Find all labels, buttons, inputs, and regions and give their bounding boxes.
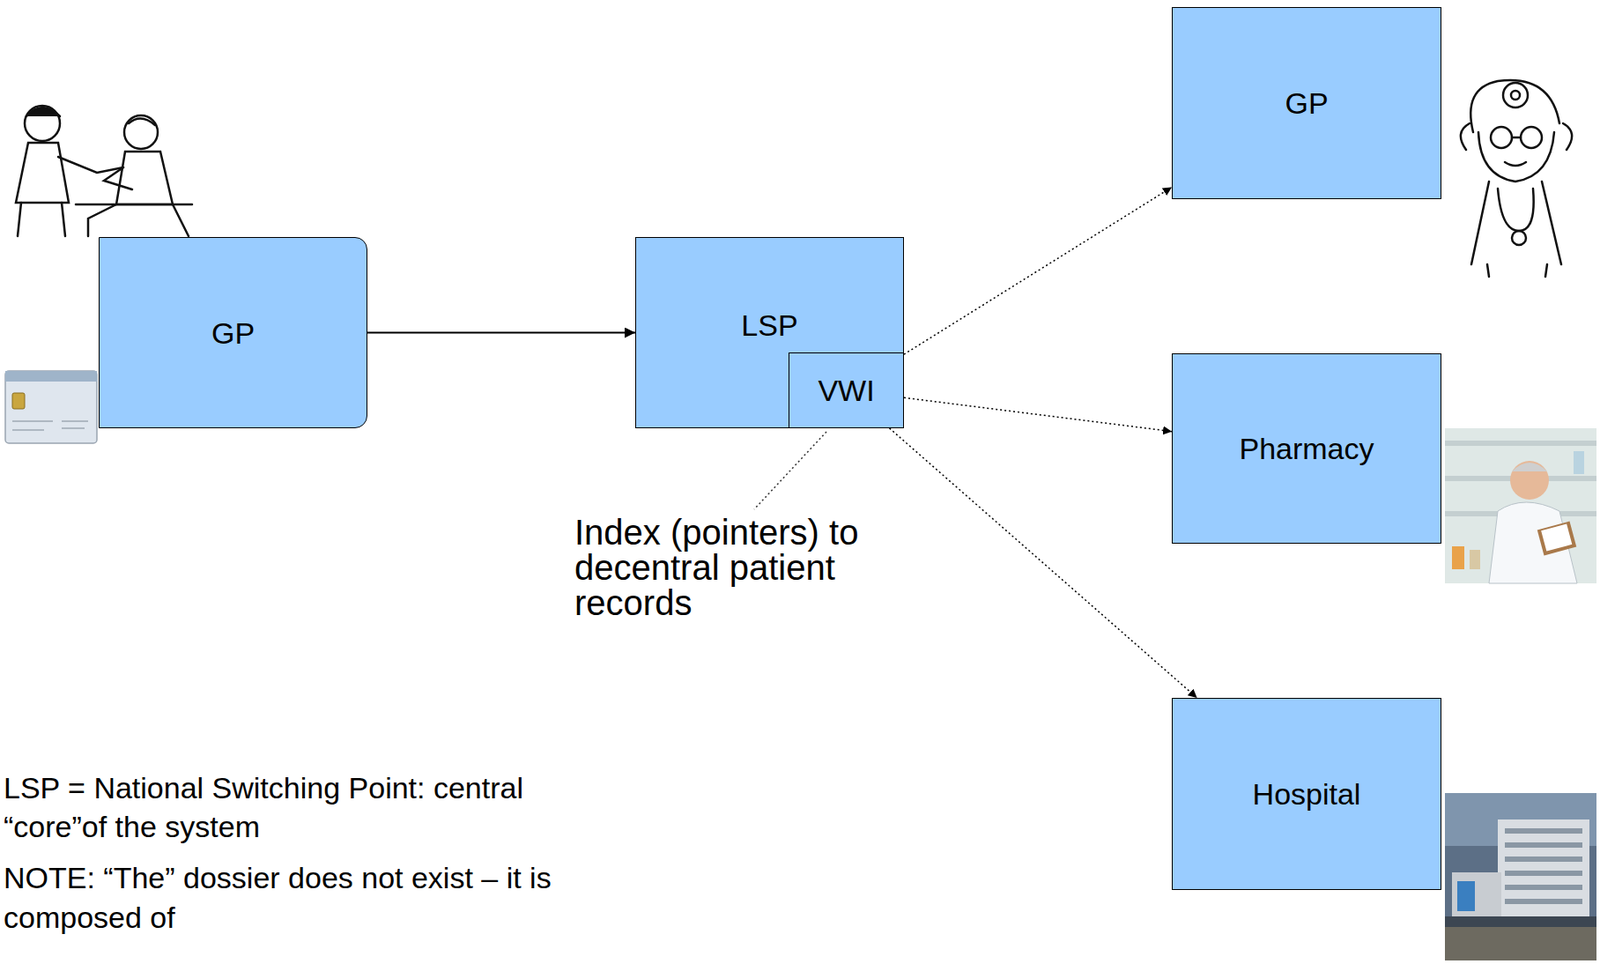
cartoon-doctor [1460,80,1572,277]
gp-box: GP [1171,7,1442,200]
leader-line [754,431,827,510]
box-label: Hospital [1252,777,1362,812]
box-label: Pharmacy [1238,431,1374,467]
gp-box: GP [98,237,368,429]
pharmacy-box: Pharmacy [1171,353,1442,544]
dossier-note: NOTE: “The” dossier does not exist – it … [3,858,603,936]
pointer-arrow [903,186,1172,355]
pointer-arrow [889,428,1198,698]
box-label: VWI [817,373,875,408]
box-label: LSP [740,307,798,342]
box-label: GP [1284,86,1328,121]
hospital-photo [1444,792,1597,961]
health-card [5,370,97,444]
abbreviation-note: LSP = National Switching Point: central … [3,768,603,846]
flow-arrow [367,332,636,334]
pointer-arrow [903,397,1172,431]
hospital-box: Hospital [1171,697,1442,890]
pharmacist-photo [1444,428,1597,584]
switching-point-box: LSP VWI [635,237,904,429]
index-note: Index (pointers) to decentral patient re… [574,514,954,621]
index-box: VWI [788,352,904,429]
box-label: GP [211,315,255,350]
doctor-patient-sketch [15,105,193,237]
